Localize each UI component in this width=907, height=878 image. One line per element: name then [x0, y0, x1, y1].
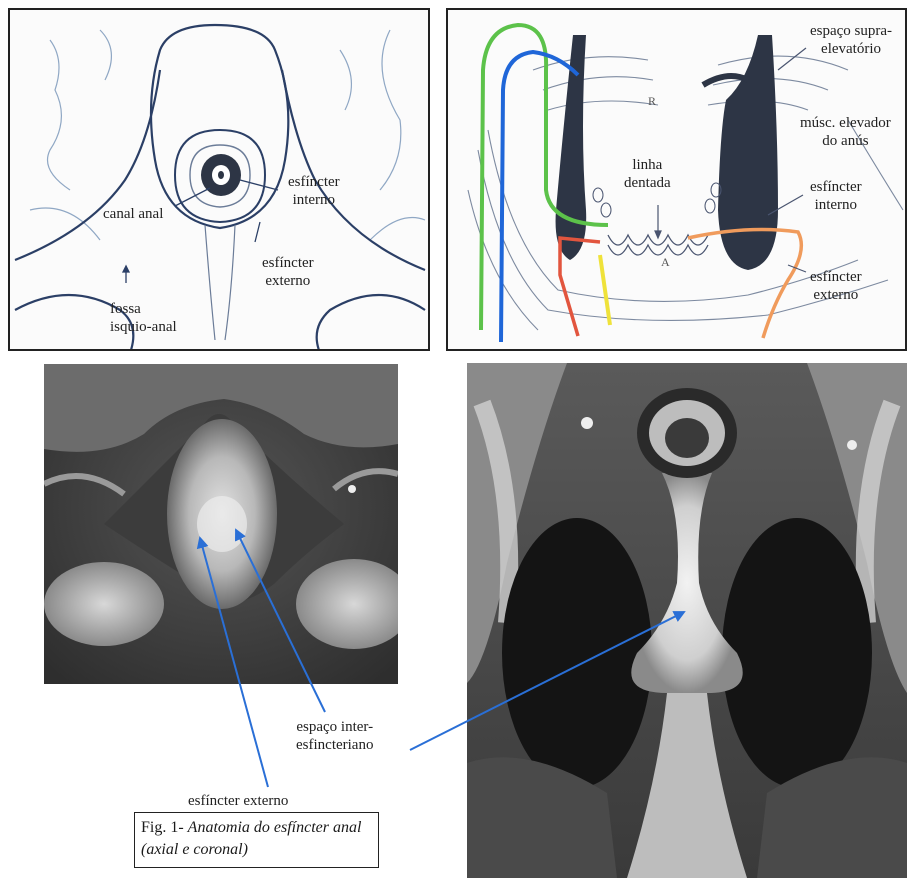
axial-mri-drawing: [44, 364, 398, 684]
coronal-mri-drawing: [467, 363, 907, 878]
coronal-mri-image: [467, 363, 907, 878]
caption-title-line2: (axial e coronal): [141, 841, 248, 858]
axial-label-esfincter-externo: esfíncter externo: [262, 254, 314, 290]
coronal-diagram-panel: R A espaço supra- elevatório músc. eleva…: [446, 8, 907, 351]
coronal-letter-r: R: [648, 92, 656, 110]
coronal-label-esfincter-interno: esfíncter interno: [810, 178, 862, 214]
axial-label-fossa-isquio-anal: fossa isquio-anal: [110, 300, 177, 336]
figure-caption: Fig. 1- Anatomia do esfíncter anal (axia…: [134, 812, 379, 868]
coronal-letter-a: A: [661, 253, 670, 271]
coronal-label-esfincter-externo: esfíncter externo: [810, 268, 862, 304]
axial-diagram-panel: canal anal esfíncter interno esfíncter e…: [8, 8, 430, 351]
coronal-right-internal-sphincter: [718, 35, 778, 270]
axial-diagram-drawing: [10, 10, 430, 351]
mri-label-espaco-inter-esfincteriano: espaço inter- esfincteriano: [296, 718, 373, 754]
caption-title-line1: Anatomia do esfíncter anal: [188, 819, 362, 836]
coronal-label-linha-dentada: linha dentada: [624, 156, 671, 192]
coronal-label-musc-elevador: músc. elevador do anús: [800, 114, 891, 150]
yellow-line: [600, 255, 610, 325]
axial-label-esfincter-interno: esfíncter interno: [288, 173, 340, 209]
coronal-label-espaco-supra: espaço supra- elevatório: [810, 22, 892, 58]
mri-label-esfincter-externo: esfíncter externo: [188, 792, 288, 810]
axial-mri-image: [44, 364, 398, 684]
axial-label-canal-anal: canal anal: [103, 205, 163, 223]
caption-prefix: Fig. 1-: [141, 819, 188, 836]
